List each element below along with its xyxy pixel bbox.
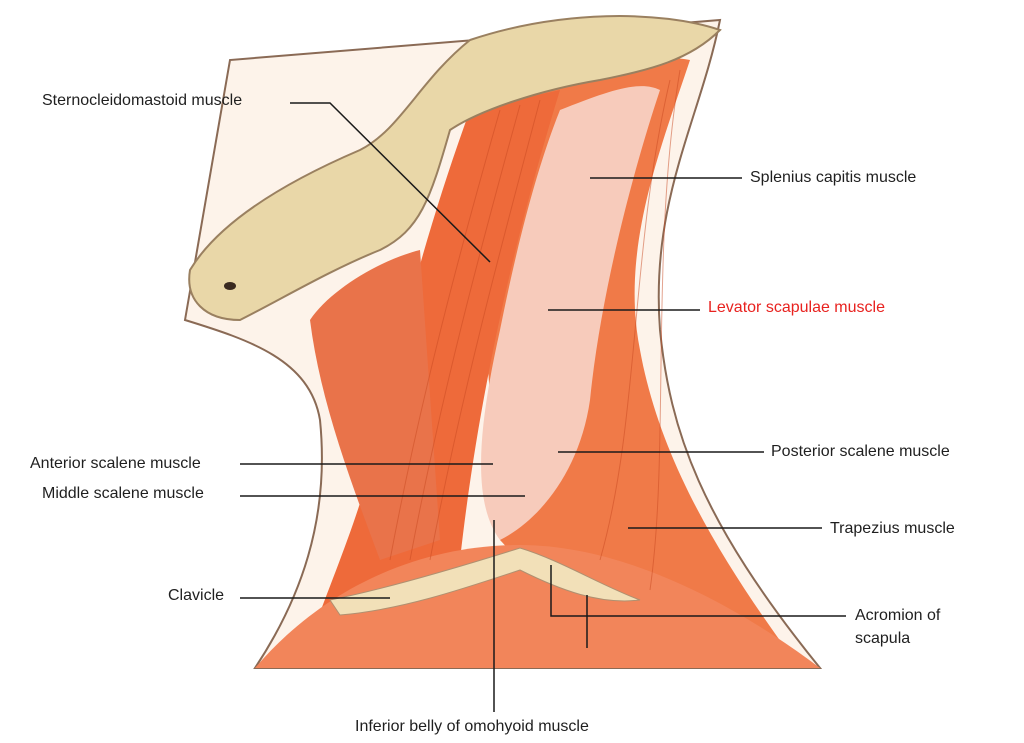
shoulder-shape <box>255 545 820 668</box>
mandible-bone-shape <box>188 15 722 322</box>
scm-shape <box>300 90 560 668</box>
label-acromion-line1: Acromion of <box>855 607 941 624</box>
muscle-fibres <box>389 69 681 591</box>
label-middle-scalene: Middle scalene muscle <box>42 485 204 502</box>
clavicle-shape <box>329 547 641 616</box>
deep-muscles-shape <box>310 250 440 560</box>
label-clavicle: Clavicle <box>168 587 225 604</box>
label-omohyoid: Inferior belly of omohyoid muscle <box>355 718 589 735</box>
label-acromion-line2: scapula <box>855 630 911 647</box>
mental-foramen <box>224 282 236 290</box>
label-posterior-scalene: Posterior scalene muscle <box>771 443 950 460</box>
label-anterior-scalene: Anterior scalene muscle <box>30 455 201 472</box>
leader-acromion <box>550 565 846 617</box>
label-trapezius: Trapezius muscle <box>830 520 955 537</box>
leader-sternocleidomastoid <box>290 102 491 263</box>
label-sternocleidomastoid: Sternocleidomastoid muscle <box>42 92 243 109</box>
label-levator-scapulae: Levator scapulae muscle <box>708 299 885 316</box>
label-splenius-capitis: Splenius capitis muscle <box>750 169 917 186</box>
levator-scapulae-shape <box>481 86 660 540</box>
leader-lines <box>240 102 846 712</box>
